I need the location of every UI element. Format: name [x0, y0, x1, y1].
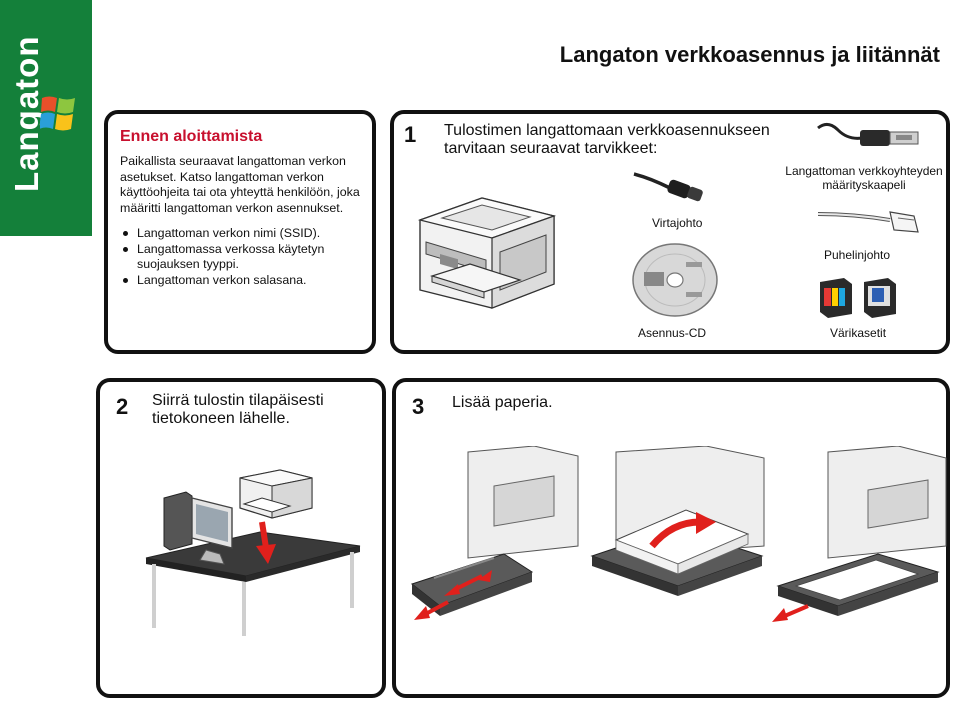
- page-title: Langaton verkkoasennus ja liitännät: [559, 42, 940, 67]
- desk-computer-printer-image: [145, 469, 361, 636]
- list-item: Langattoman verkon salasana.: [120, 273, 362, 288]
- step1-text: Tulostimen langattomaan verkkoasennuksee…: [444, 122, 770, 157]
- tray-guides-image: [410, 446, 579, 620]
- before-title: Ennen aloittamista: [120, 128, 263, 145]
- step2-text: Siirrä tulostin tilapäisesti tietokoneen…: [152, 392, 324, 427]
- printer-image: [417, 197, 557, 309]
- before-intro: Paikallista seuraavat langattoman verkon…: [120, 154, 360, 215]
- step3-panel: 3 Lisää paperia.: [392, 378, 950, 698]
- ink-cartridges-icon: [820, 278, 896, 318]
- power-cord-icon: [633, 172, 703, 202]
- step1-number: 1: [404, 122, 417, 147]
- step2-panel: 2 Siirrä tulostin tilapäisesti tietokone…: [96, 378, 386, 698]
- step2-number: 2: [116, 394, 129, 419]
- cd-caption: Asennus-CD: [638, 326, 707, 340]
- before-list: Langattoman verkon nimi (SSID). Langatto…: [120, 226, 362, 288]
- usb-cable-caption: Langattoman verkkoyhteyden määrityskaape…: [785, 164, 943, 192]
- phone-cord-icon: [817, 211, 919, 233]
- step3-number: 3: [412, 394, 425, 419]
- close-tray-image: [772, 446, 947, 622]
- usb-cable-icon: [817, 123, 919, 146]
- list-item: Langattoman verkon nimi (SSID).: [120, 226, 362, 241]
- load-paper-image: [590, 446, 765, 596]
- phone-cord-caption: Puhelinjohto: [824, 248, 891, 262]
- power-cord-caption: Virtajohto: [652, 216, 703, 230]
- step1-panel: 1 Tulostimen langattomaan verkkoasennuks…: [390, 110, 950, 354]
- cd-icon: [632, 243, 718, 317]
- list-item: Langattomassa verkossa käytetyn suojauks…: [120, 242, 362, 273]
- before-you-begin-panel: Ennen aloittamista Paikallista seuraavat…: [104, 110, 376, 354]
- step3-text: Lisää paperia.: [452, 394, 553, 411]
- windows-flag-icon: [40, 96, 75, 131]
- cartridges-caption: Värikasetit: [830, 326, 887, 340]
- sidebar-tab: Langaton: [0, 0, 92, 236]
